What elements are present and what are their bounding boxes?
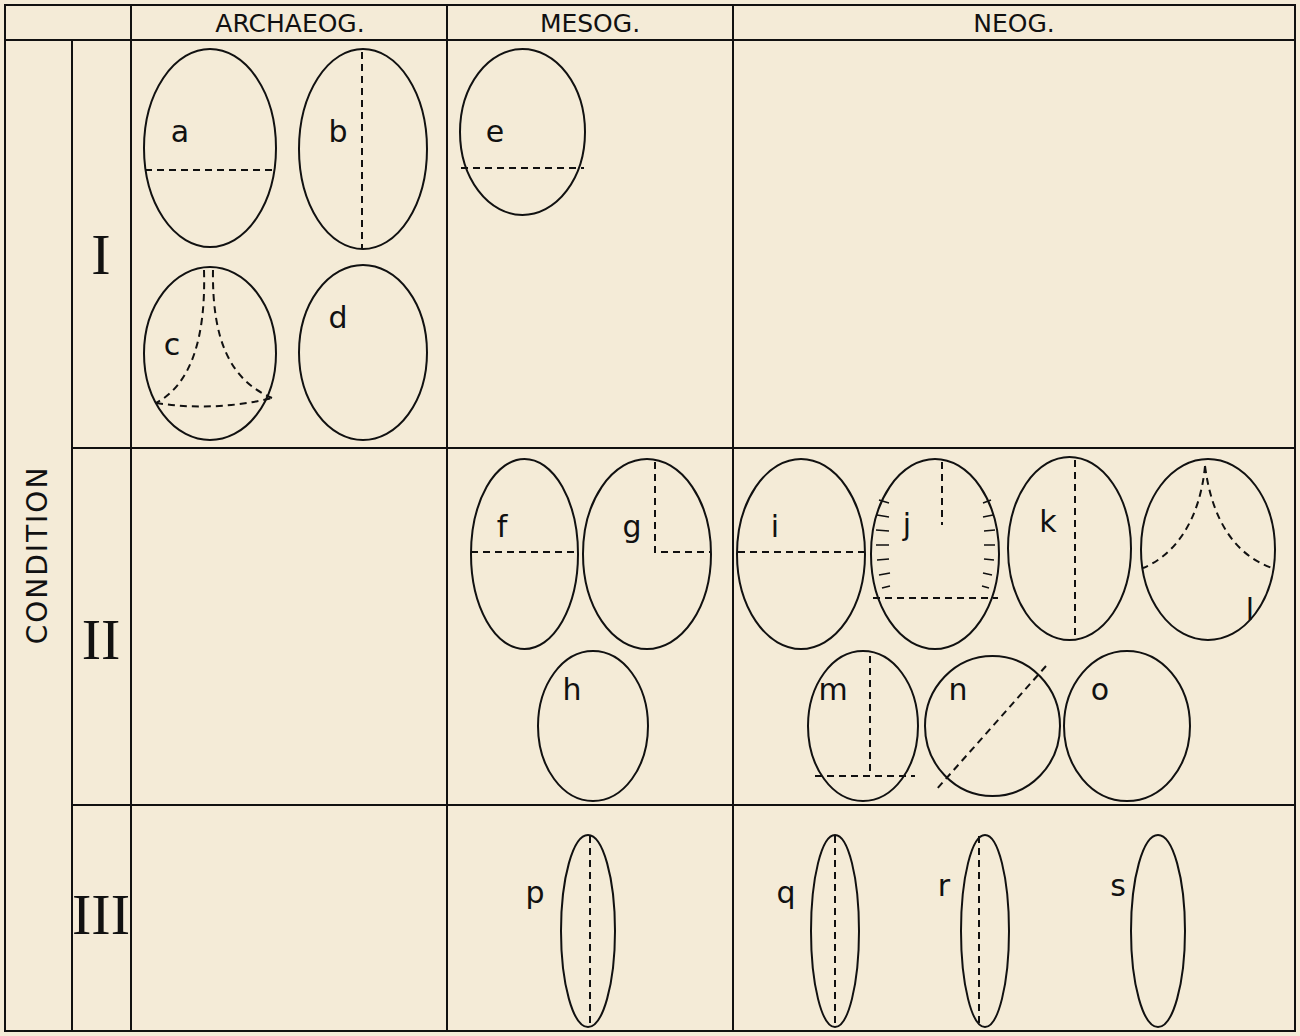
shell-ellipse xyxy=(1140,458,1276,641)
column-header: ARCHAEOG. xyxy=(215,11,364,36)
shell-letter: m xyxy=(818,675,847,705)
shell-outline: n xyxy=(924,655,1061,797)
shell-ellipse xyxy=(1063,650,1191,802)
shell-outline: q xyxy=(810,834,860,1028)
shell-letter: q xyxy=(776,878,795,908)
shell-ellipse xyxy=(870,458,1000,650)
shell-ellipse xyxy=(560,834,616,1028)
shell-letter: c xyxy=(164,330,181,360)
row-numeral: III xyxy=(72,886,130,944)
shell-outline: b xyxy=(298,48,428,250)
shell-outline: o xyxy=(1063,650,1191,802)
shell-outline: f xyxy=(470,458,579,650)
dashed-suture-lines xyxy=(145,52,1272,1026)
shell-ellipse xyxy=(470,458,579,650)
shell-letter: n xyxy=(948,675,967,705)
shell-ellipse xyxy=(1130,834,1186,1028)
shell-outline: s xyxy=(1130,834,1186,1028)
shell-letter: r xyxy=(938,871,950,901)
shell-ellipse xyxy=(143,48,277,248)
shell-outline: r xyxy=(960,834,1010,1028)
shell-ellipse xyxy=(537,650,649,802)
shell-letter: b xyxy=(328,117,347,147)
shell-ellipse xyxy=(736,458,866,650)
shell-letter: j xyxy=(903,510,911,540)
shell-ellipse xyxy=(298,264,428,441)
shell-letter: h xyxy=(562,675,581,705)
row-group-header: CONDITION xyxy=(24,466,52,645)
shell-letter: d xyxy=(328,303,347,333)
shell-ellipse xyxy=(960,834,1010,1028)
shell-outline: i xyxy=(736,458,866,650)
shell-outline: g xyxy=(582,458,712,650)
row-numeral: I xyxy=(91,226,110,284)
shell-letter: k xyxy=(1039,507,1056,537)
column-header: NEOG. xyxy=(973,11,1055,36)
shell-ellipse xyxy=(924,655,1061,797)
shell-ellipse xyxy=(298,48,428,250)
shell-outline: c xyxy=(143,266,277,441)
shell-letter: p xyxy=(525,878,544,908)
shell-letter: f xyxy=(497,512,508,542)
shell-letter: o xyxy=(1091,675,1109,705)
shell-letter: g xyxy=(622,512,641,542)
tick-marks xyxy=(876,500,995,588)
shell-outline: h xyxy=(537,650,649,802)
row-numeral: II xyxy=(82,611,121,669)
shell-ellipse xyxy=(582,458,712,650)
shell-letter: s xyxy=(1110,871,1126,901)
shell-outline: p xyxy=(560,834,616,1028)
shell-outline: l xyxy=(1140,458,1276,641)
shell-ellipse xyxy=(143,266,277,441)
shell-ellipse xyxy=(807,650,919,802)
table-grid xyxy=(5,5,1295,1031)
shell-ellipse xyxy=(459,48,586,216)
shell-letter: l xyxy=(1246,595,1254,625)
column-header: MESOG. xyxy=(540,11,640,36)
shell-letter: e xyxy=(486,117,504,147)
shell-ellipse xyxy=(1007,456,1132,641)
shell-outline: m xyxy=(807,650,919,802)
shell-outline: k xyxy=(1007,456,1132,641)
shell-outline: d xyxy=(298,264,428,441)
shell-outline: e xyxy=(459,48,586,216)
shell-letter: i xyxy=(771,512,779,542)
shell-outline: j xyxy=(870,458,1000,650)
shell-ellipse xyxy=(810,834,860,1028)
shell-outline: a xyxy=(143,48,277,248)
shell-letter: a xyxy=(171,117,189,147)
